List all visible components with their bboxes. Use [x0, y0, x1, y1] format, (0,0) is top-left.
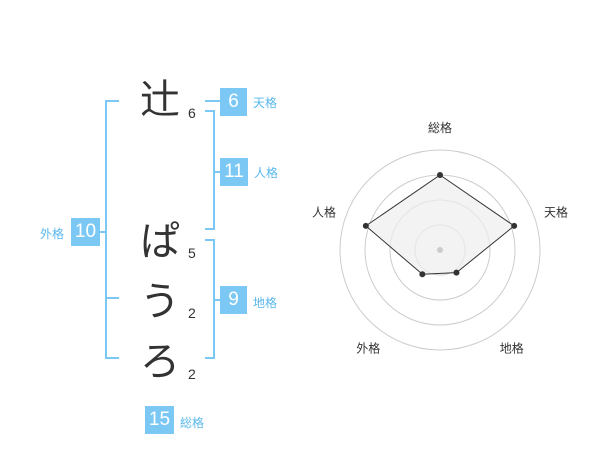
radar-series-polygon	[364, 174, 516, 275]
jinkaku-bracket-bottom	[205, 228, 215, 230]
stroke-count-3: 2	[188, 305, 196, 321]
name-char-4: ろ	[140, 339, 180, 385]
radar-point-4	[362, 222, 369, 229]
jinkaku-label: 人格	[254, 166, 279, 180]
soukaku-label: 総格	[180, 416, 205, 430]
chikaku-connector	[213, 299, 221, 301]
gaikaku-bracket-bottom	[105, 357, 119, 359]
radar-point-1	[511, 222, 518, 229]
name-char-2: ぱ	[140, 219, 180, 265]
radar-ring-4	[339, 149, 541, 351]
radar-axis-label-3: 外格	[356, 341, 380, 356]
tenkaku-connector	[205, 100, 220, 102]
radar-center-dot	[437, 247, 443, 253]
radar-point-0	[437, 172, 443, 178]
chikaku-value-box: 9	[220, 286, 247, 314]
gaikaku-bracket-mid	[105, 297, 119, 299]
name-char-3: う	[140, 279, 180, 325]
jinkaku-value-box: 11	[220, 158, 248, 186]
radar-axis-label-0: 総格	[428, 120, 452, 135]
radar-point-2	[453, 269, 460, 276]
name-char-1: 辻	[140, 77, 180, 123]
stroke-count-2: 5	[188, 245, 196, 261]
jinkaku-connector	[213, 171, 221, 173]
radar-axis-label-2: 地格	[500, 341, 524, 356]
gaikaku-value-box: 10	[71, 218, 100, 246]
chikaku-label: 地格	[253, 296, 278, 310]
chikaku-bracket-bottom	[205, 357, 215, 359]
tenkaku-label: 天格	[253, 96, 278, 110]
jinkaku-bracket-vertical	[213, 110, 215, 230]
stroke-count-4: 2	[188, 366, 196, 382]
radar-axis-label-4: 人格	[312, 204, 336, 219]
radar-points	[362, 172, 518, 278]
soukaku-value-box: 15	[145, 406, 174, 434]
radar-axis-label-1: 天格	[544, 204, 568, 219]
stroke-count-1: 6	[188, 105, 196, 121]
gaikaku-bracket-top	[105, 100, 119, 102]
tenkaku-value-box: 6	[220, 88, 247, 116]
jinkaku-bracket-top	[205, 110, 215, 112]
gaikaku-connector	[98, 231, 106, 233]
gaikaku-label: 外格	[40, 227, 65, 241]
radar-point-3	[419, 271, 426, 278]
chikaku-bracket-top	[205, 239, 215, 241]
gaikaku-bracket-vertical	[105, 100, 107, 359]
